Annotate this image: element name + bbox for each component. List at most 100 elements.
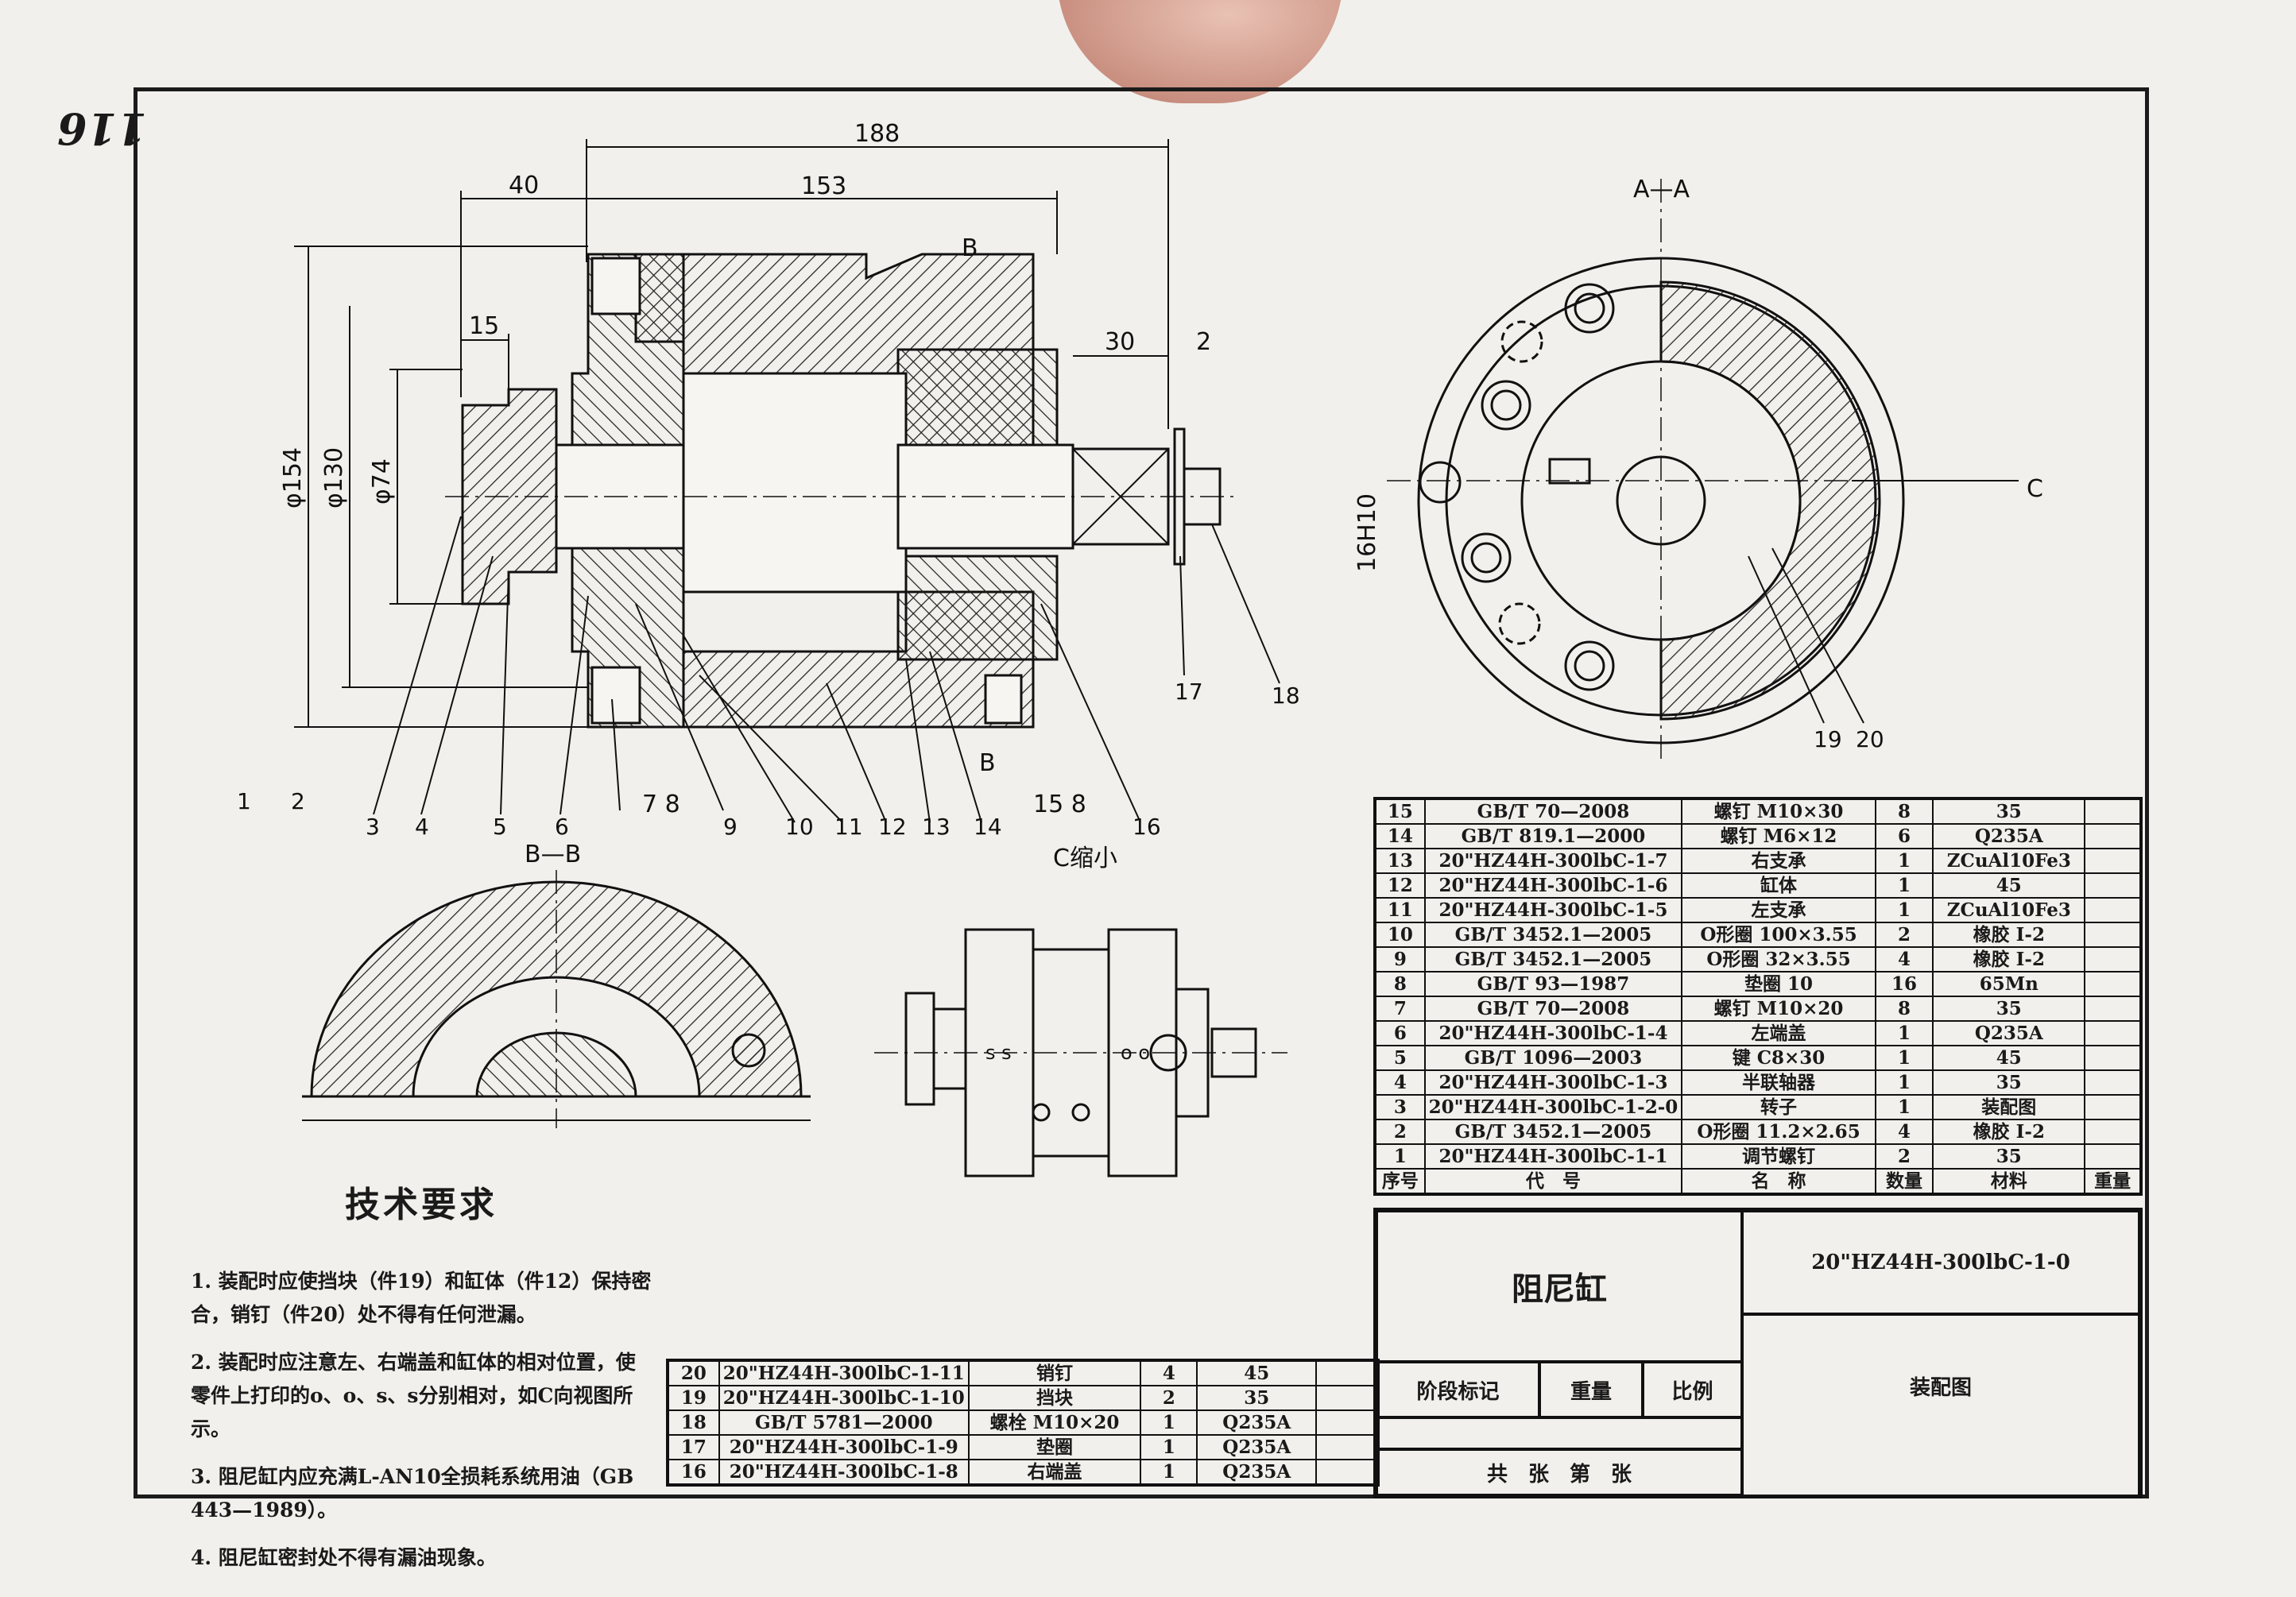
table-header-cell: 序号 bbox=[1374, 1168, 1426, 1195]
table-cell: Q235A bbox=[1196, 1459, 1317, 1486]
table-cell bbox=[2084, 1045, 2142, 1071]
table-cell: O形圈 11.2×2.65 bbox=[1681, 1119, 1876, 1145]
table-cell: 螺栓 M10×20 bbox=[967, 1409, 1142, 1436]
table-cell: 15 bbox=[1374, 798, 1426, 825]
table-cell: 5 bbox=[1374, 1045, 1426, 1071]
view-c-label: C缩小 bbox=[1053, 845, 1117, 872]
table-cell: 35 bbox=[1932, 1143, 2086, 1170]
table-cell: 16 bbox=[1874, 971, 1934, 997]
table-cell bbox=[2084, 946, 2142, 973]
table-cell: 18 bbox=[667, 1409, 720, 1436]
table-cell: 2 bbox=[1874, 922, 1934, 948]
drawing-type: 装配图 bbox=[1742, 1314, 2139, 1497]
drawing-name: 阻尼缸 bbox=[1376, 1211, 1742, 1362]
table-cell: 19 bbox=[667, 1385, 720, 1411]
dim-phi130: φ130 bbox=[320, 447, 348, 508]
table-cell: 右端盖 bbox=[967, 1459, 1142, 1486]
table-cell: GB/T 93—1987 bbox=[1423, 971, 1683, 997]
table-cell: 6 bbox=[1874, 823, 1934, 849]
table-cell: GB/T 3452.1—2005 bbox=[1423, 1119, 1683, 1145]
table-header-cell: 材料 bbox=[1932, 1168, 2086, 1195]
table-cell bbox=[1315, 1359, 1379, 1386]
section-bb-view bbox=[302, 870, 811, 1128]
table-header-row: 序号代 号名 称数量材料重量 bbox=[1374, 1168, 2142, 1195]
table-cell: O形圈 32×3.55 bbox=[1681, 946, 1876, 973]
dimension-texts: 188 153 40 15 30 2 φ154 φ130 φ74 16H10 7… bbox=[279, 120, 1381, 872]
table-cell: 橡胶 I-2 bbox=[1932, 1119, 2086, 1145]
table-cell bbox=[1315, 1385, 1379, 1411]
table-cell: 1 bbox=[1874, 1094, 1934, 1120]
table-cell: GB/T 3452.1—2005 bbox=[1423, 922, 1683, 948]
bolt-15-top bbox=[590, 257, 641, 315]
tech-title: 技术要求 bbox=[345, 1185, 498, 1225]
balloon-18: 18 bbox=[1272, 682, 1300, 709]
table-cell: 20"HZ44H-300lbC-1-8 bbox=[718, 1459, 970, 1486]
balloon-13: 13 bbox=[922, 814, 951, 840]
view-c bbox=[874, 928, 1287, 1177]
balloon-2: 2 bbox=[291, 788, 305, 814]
table-cell: 45 bbox=[1196, 1359, 1317, 1386]
table-cell: 左端盖 bbox=[1681, 1020, 1876, 1046]
table-cell: 20 bbox=[667, 1359, 720, 1386]
table-cell: 17 bbox=[667, 1434, 720, 1460]
table-cell: 1 bbox=[1140, 1459, 1198, 1486]
table-cell: 35 bbox=[1932, 1069, 2086, 1096]
table-cell: ZCuAl10Fe3 bbox=[1932, 848, 2086, 874]
table-cell bbox=[2084, 1069, 2142, 1096]
scale-label: 比例 bbox=[1643, 1362, 1742, 1417]
section-aa-view bbox=[1387, 179, 2019, 763]
table-cell: Q235A bbox=[1932, 823, 2086, 849]
dim-30: 30 bbox=[1105, 328, 1135, 356]
table-cell: 1 bbox=[1874, 1020, 1934, 1046]
rotor bbox=[682, 372, 908, 594]
table-cell: GB/T 70—2008 bbox=[1423, 996, 1683, 1022]
table-cell bbox=[2084, 996, 2142, 1022]
table-cell: 4 bbox=[1140, 1359, 1198, 1386]
table-cell: 20"HZ44H-300lbC-1-6 bbox=[1423, 872, 1683, 899]
table-cell: 1 bbox=[1874, 872, 1934, 899]
table-cell: 35 bbox=[1932, 798, 2086, 825]
table-cell: 45 bbox=[1932, 1045, 2086, 1071]
right-end-cap bbox=[896, 348, 1059, 447]
table-cell: 8 bbox=[1874, 996, 1934, 1022]
table-cell: 2 bbox=[1874, 1143, 1934, 1170]
table-cell: 1 bbox=[1874, 1045, 1934, 1071]
table-cell: 1 bbox=[1874, 897, 1934, 923]
table-cell: 转子 bbox=[1681, 1094, 1876, 1120]
table-cell: 缸体 bbox=[1681, 872, 1876, 899]
table-cell: 7 bbox=[1374, 996, 1426, 1022]
table-cell: 装配图 bbox=[1932, 1094, 2086, 1120]
table-cell: 1 bbox=[1140, 1409, 1198, 1436]
table-header-cell: 代 号 bbox=[1423, 1168, 1683, 1195]
table-cell: GB/T 70—2008 bbox=[1423, 798, 1683, 825]
table-cell: 20"HZ44H-300lbC-1-1 bbox=[1423, 1143, 1683, 1170]
table-cell: 9 bbox=[1374, 946, 1426, 973]
table-cell: 8 bbox=[1374, 971, 1426, 997]
balloon-11: 11 bbox=[834, 814, 863, 840]
table-cell: 16 bbox=[667, 1459, 720, 1486]
table-cell: 橡胶 I-2 bbox=[1932, 946, 2086, 973]
table-cell: 2 bbox=[1374, 1119, 1426, 1145]
table-cell: 螺钉 M10×30 bbox=[1681, 798, 1876, 825]
weight-label: 重量 bbox=[1539, 1362, 1643, 1417]
table-cell bbox=[2084, 848, 2142, 874]
table-cell: 11 bbox=[1374, 897, 1426, 923]
table-cell: 4 bbox=[1874, 1119, 1934, 1145]
table-cell: 3 bbox=[1374, 1094, 1426, 1120]
stage-fields bbox=[1376, 1417, 1742, 1449]
table-cell: GB/T 1096—2003 bbox=[1423, 1045, 1683, 1071]
table-cell bbox=[2084, 1094, 2142, 1120]
table-cell: 20"HZ44H-300lbC-1-2-0 bbox=[1423, 1094, 1683, 1120]
drawing-frame bbox=[134, 87, 2149, 1498]
section-aa-label: A—A bbox=[1633, 176, 1690, 203]
table-cell bbox=[2084, 1143, 2142, 1170]
